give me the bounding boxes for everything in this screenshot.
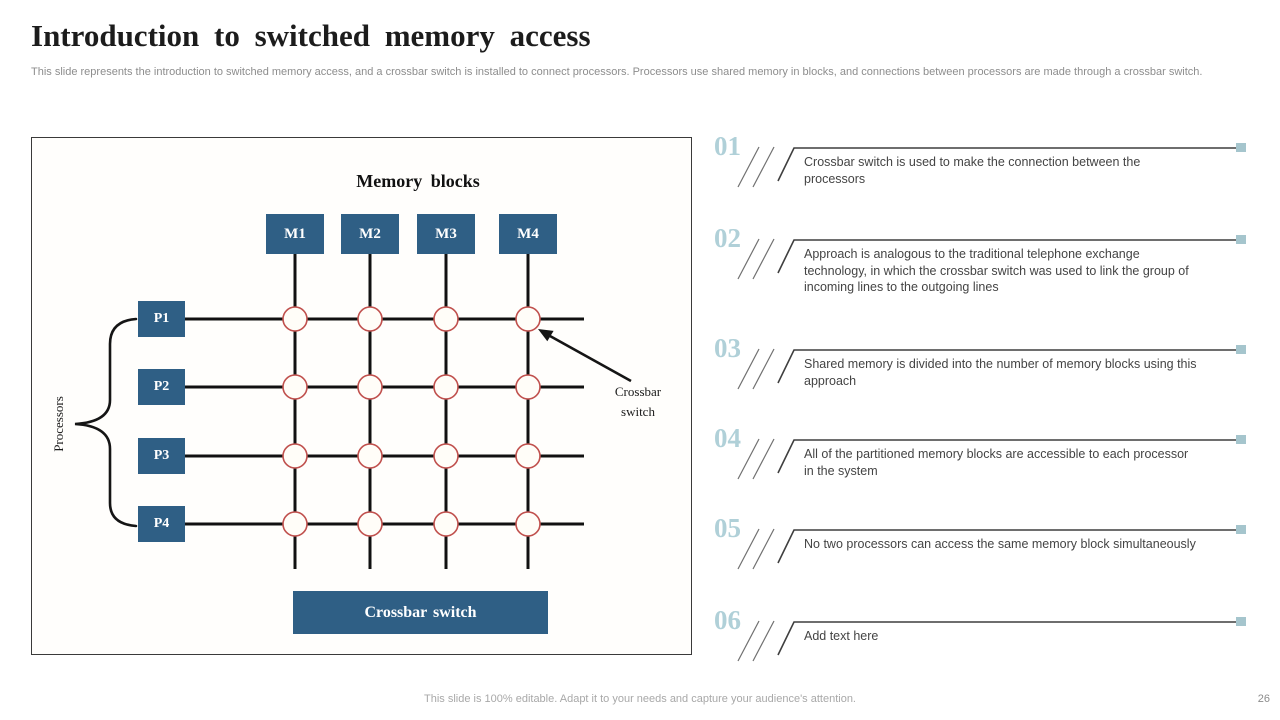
page-title: Introduction to switched memory access (31, 18, 591, 53)
processor-box-p3: P3 (138, 438, 185, 474)
list-item: 05 No two processors can access the same… (700, 513, 1256, 590)
footer-note: This slide is 100% editable. Adapt it to… (424, 693, 856, 705)
processor-grid-lines (184, 317, 584, 526)
end-square-icon (1236, 525, 1246, 534)
list-item: 03 Shared memory is divided into the num… (700, 333, 1256, 410)
memory-block-m1: M1 (266, 214, 324, 254)
point-connector-line (737, 235, 1246, 280)
memory-block-m2: M2 (341, 214, 399, 254)
crossbar-diagram-panel: Memory blocks M1 M2 M3 M4 P1 P2 P3 P4 Pr… (31, 137, 692, 655)
point-text: No two processors can access the same me… (804, 537, 1196, 551)
point-connector-line (737, 345, 1246, 390)
crossbar-arrow (538, 329, 632, 383)
memory-grid-lines (293, 254, 530, 569)
point-text: Shared memory is divided into the number… (804, 357, 1197, 388)
processors-axis-label: Processors (51, 396, 66, 452)
crosspoint-circles (282, 306, 541, 537)
list-item: 01 Crossbar switch is used to make the c… (700, 131, 1256, 208)
point-number: 06 (714, 605, 741, 635)
memory-blocks-title: Memory blocks (356, 171, 480, 191)
crossbar-grid-graphic (74, 254, 632, 569)
slide-subtitle: This slide represents the introduction t… (31, 66, 1203, 78)
list-item: 02 Approach is analogous to the traditio… (700, 223, 1256, 300)
crossbar-switch-box: Crossbar switch (293, 591, 548, 634)
points-list: 01 Crossbar switch is used to make the c… (700, 0, 1256, 720)
crossbar-switch-annotation: Crossbar switch (614, 384, 662, 419)
end-square-icon (1236, 345, 1246, 354)
processors-brace (74, 317, 138, 528)
end-square-icon (1236, 435, 1246, 444)
end-square-icon (1236, 617, 1246, 626)
list-item: 06 Add text here (700, 605, 1256, 682)
memory-block-m3: M3 (417, 214, 475, 254)
point-connector-line (737, 617, 1246, 662)
end-square-icon (1236, 235, 1246, 244)
point-number: 01 (714, 131, 741, 161)
processor-box-p2: P2 (138, 369, 185, 405)
processor-box-p4: P4 (138, 506, 185, 542)
point-connector-line (737, 143, 1246, 188)
processor-box-p1: P1 (138, 301, 185, 337)
list-item: 04 All of the partitioned memory blocks … (700, 423, 1256, 500)
point-connector-line (737, 525, 1246, 570)
point-text: Approach is analogous to the traditional… (804, 247, 1189, 295)
point-text: Add text here (804, 629, 879, 643)
end-square-icon (1236, 143, 1246, 152)
point-text: Crossbar switch is used to make the conn… (804, 155, 1141, 186)
page-number: 26 (1257, 693, 1270, 705)
point-number: 02 (714, 223, 741, 253)
point-connector-line (737, 435, 1246, 480)
point-text: All of the partitioned memory blocks are… (804, 447, 1189, 478)
point-number: 04 (714, 423, 741, 453)
point-number: 03 (714, 333, 741, 363)
memory-block-m4: M4 (499, 214, 557, 254)
point-number: 05 (714, 513, 741, 543)
